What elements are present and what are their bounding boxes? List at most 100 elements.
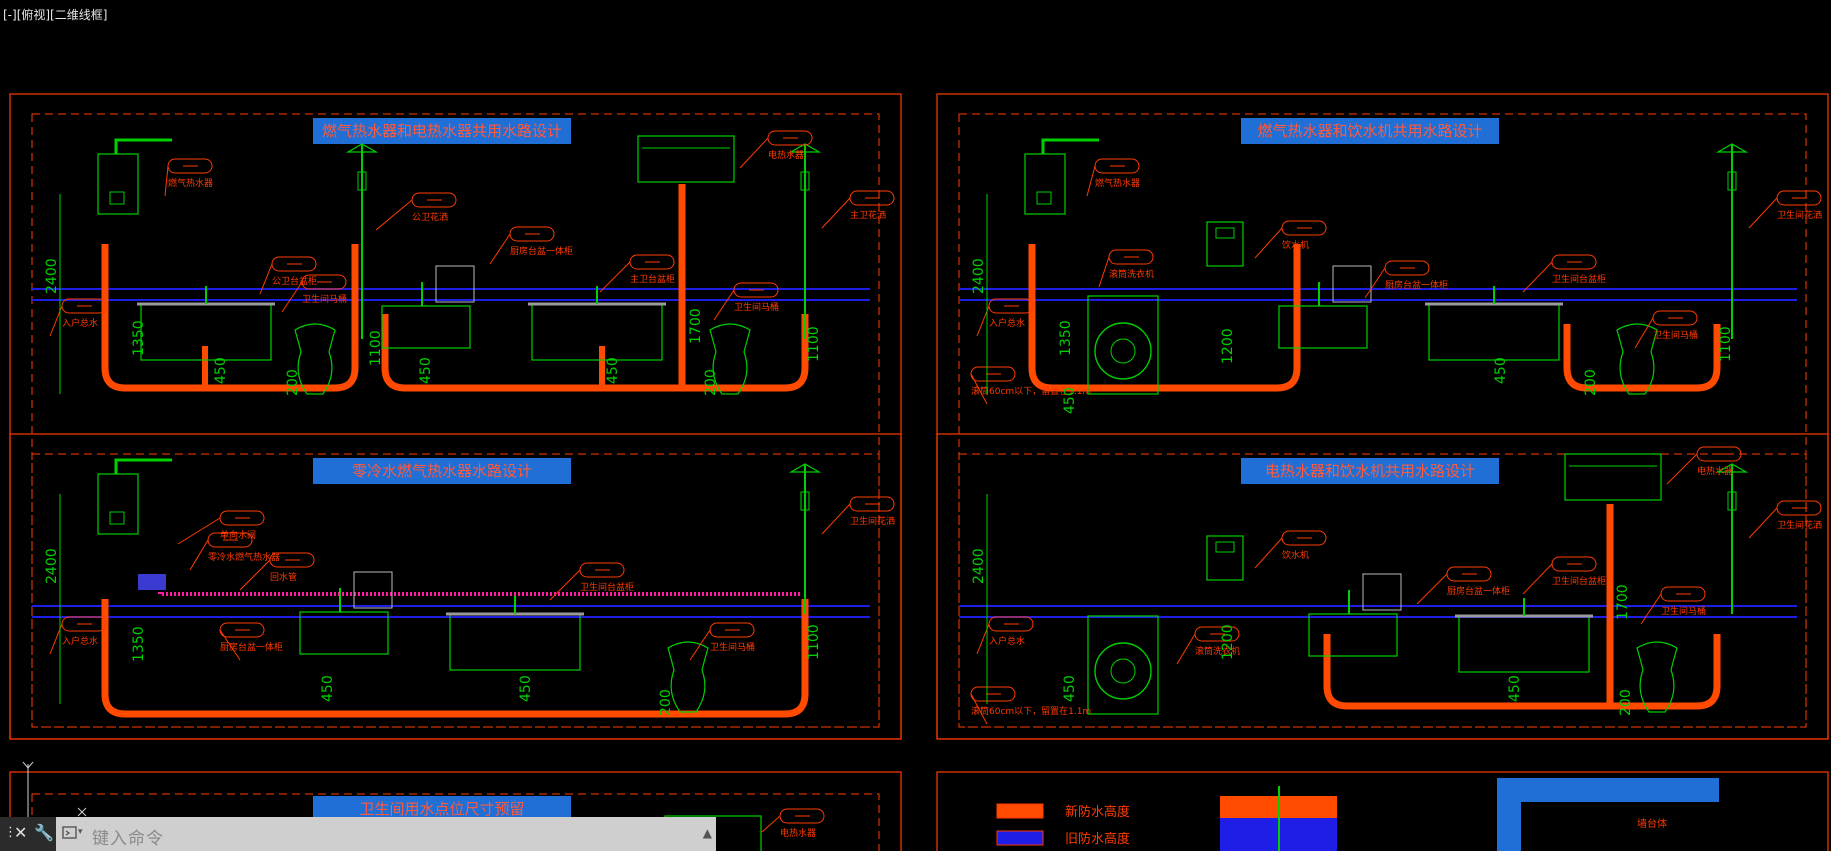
- gas-heater-flue: [1041, 138, 1099, 154]
- fixture-label: 卫生间台盆柜: [1552, 273, 1606, 285]
- label-tag: [629, 254, 675, 270]
- basin-cabinet: [1458, 615, 1590, 673]
- fixture-label: 入户总水: [989, 317, 1025, 329]
- dimension-text: 1200: [1220, 624, 1236, 660]
- panel-title: 卫生间用水点位尺寸预留: [359, 800, 524, 818]
- fixture-label: 卫生间花洒: [1777, 519, 1822, 531]
- leader-line: [1254, 227, 1283, 259]
- viewport-label[interactable]: [-][俯视][二维线框]: [3, 8, 108, 22]
- fixture-label: 卫生间马桶: [710, 641, 755, 653]
- command-tools: ⋮ ✕ 🔧: [0, 817, 56, 851]
- leader-line: [1086, 165, 1096, 197]
- shower-handset: [1727, 171, 1737, 191]
- dimension-text: 450: [418, 357, 434, 384]
- label-tag: [1281, 220, 1327, 236]
- panel-gas-electric: 燃气热水器和电热水器共用水路设计燃气热水器公卫花洒电热水器主卫花洒公卫台盆柜厨房…: [9, 93, 902, 740]
- close-icon[interactable]: ✕: [14, 823, 28, 842]
- washing-machine-body: [1087, 615, 1159, 715]
- panel-electric-dispenser: 电热水器和饮水机共用水路设计电热水器卫生间花洒饮水机厨房台盆一体柜卫生间台盆柜卫…: [936, 433, 1829, 740]
- leader-line: [189, 539, 209, 571]
- command-input[interactable]: ▾ 键入命令 ▲: [56, 817, 716, 851]
- fixture-label: 零冷水燃气热水器: [208, 551, 280, 563]
- panel-title-bg: [313, 458, 571, 484]
- grip-icon[interactable]: ⋮: [4, 825, 17, 840]
- fixture-label: 卫生间马桶: [1653, 329, 1698, 341]
- washing-machine-drum: [1094, 322, 1152, 380]
- label-tag: [733, 282, 779, 298]
- fixture-label: 卫生间花洒: [1777, 209, 1822, 221]
- legend-label: 新防水高度: [1065, 804, 1130, 820]
- dimension-text: 1350: [131, 626, 147, 662]
- leader-line: [549, 569, 581, 601]
- label-tag: [779, 808, 825, 824]
- label-tag: [61, 616, 107, 632]
- panel-frame: [936, 433, 1829, 740]
- leader-line: [1634, 317, 1654, 349]
- dimension-text: 200: [658, 689, 674, 716]
- label-tag: [1551, 254, 1597, 270]
- label-tag: [219, 622, 265, 638]
- panel-title: 燃气热水器和饮水机共用水路设计: [1257, 122, 1482, 140]
- leader-line: [281, 281, 303, 313]
- fixture-label: 入户总水: [62, 635, 98, 647]
- dimension-text: 450: [213, 357, 229, 384]
- command-history-arrow-icon[interactable]: ▲: [702, 826, 712, 840]
- leader-line: [1640, 593, 1662, 625]
- basin-cabinet: [1428, 303, 1560, 361]
- panel-inner-frame: [31, 113, 880, 728]
- dimension-text: 1100: [806, 624, 822, 660]
- shower-handset: [800, 171, 810, 191]
- leader-line: [599, 261, 631, 293]
- kitchen-sink-cabinet: [1278, 305, 1368, 349]
- dimension-text: 2400: [44, 548, 60, 584]
- dimension-text: 200: [285, 369, 301, 396]
- fixture-label: 厨房台盆一体柜: [510, 245, 573, 257]
- gas-heater-body: [97, 473, 139, 535]
- leader-line: [177, 517, 221, 545]
- dimension-text: 2400: [971, 548, 987, 584]
- panel-title: 零冷水燃气热水器水路设计: [352, 462, 532, 480]
- fixture-label: 公卫台盆柜: [272, 275, 317, 287]
- legend-box-label: 墙台体: [1637, 817, 1667, 830]
- label-tag: [61, 298, 107, 314]
- wrench-icon[interactable]: 🔧: [34, 823, 54, 842]
- dimension-text: 2400: [44, 258, 60, 294]
- dimension-text: 1200: [1220, 328, 1236, 364]
- kitchen-sink-cabinet: [299, 611, 389, 655]
- label-tag: [1384, 260, 1430, 276]
- leader-line: [1254, 537, 1283, 569]
- shower-handset: [1727, 491, 1737, 511]
- leader-line: [761, 815, 781, 833]
- command-bar[interactable]: ⋮ ✕ 🔧 ▾ 键入命令 ▲: [0, 817, 720, 851]
- panel-frame: [936, 771, 1829, 851]
- label-tag: [1652, 310, 1698, 326]
- fixture-label: 电热水器: [780, 827, 816, 839]
- fixture-label: 卫生间马桶: [302, 293, 347, 305]
- shower-head: [788, 463, 822, 473]
- panel-title-bg: [1241, 458, 1499, 484]
- leader-line: [1748, 197, 1778, 229]
- command-line-icon[interactable]: [62, 825, 78, 841]
- label-tag: [709, 622, 755, 638]
- label-tag: [988, 616, 1034, 632]
- panel-frame: [936, 93, 1829, 740]
- dimension-text: 200: [1618, 689, 1634, 716]
- gas-heater-body: [97, 153, 139, 215]
- electric-heater-body: [637, 135, 735, 183]
- fixture-label: 厨房台盆一体柜: [1447, 585, 1510, 597]
- basin-cabinet: [449, 613, 581, 671]
- dimension-text: 450: [320, 675, 336, 702]
- panel-frame: [9, 433, 902, 740]
- washing-machine-hub: [1110, 658, 1136, 684]
- shower-head: [788, 143, 822, 153]
- gas-heater-flue: [114, 458, 172, 474]
- panel-title-bg: [1241, 118, 1499, 144]
- dimension-text: 450: [1062, 675, 1078, 702]
- panel-zero-cold: 零冷水燃气热水器水路设计零冷水燃气热水器回水管卫生间花洒卫生间台盆柜厨房台盆一体…: [9, 433, 902, 740]
- dropdown-arrow-icon[interactable]: ▾: [78, 827, 83, 837]
- kitchen-sink-cabinet: [381, 305, 471, 349]
- label-tag: [271, 256, 317, 272]
- shower-handset: [357, 171, 367, 191]
- fixture-label: 滚筒洗衣机: [1109, 268, 1154, 280]
